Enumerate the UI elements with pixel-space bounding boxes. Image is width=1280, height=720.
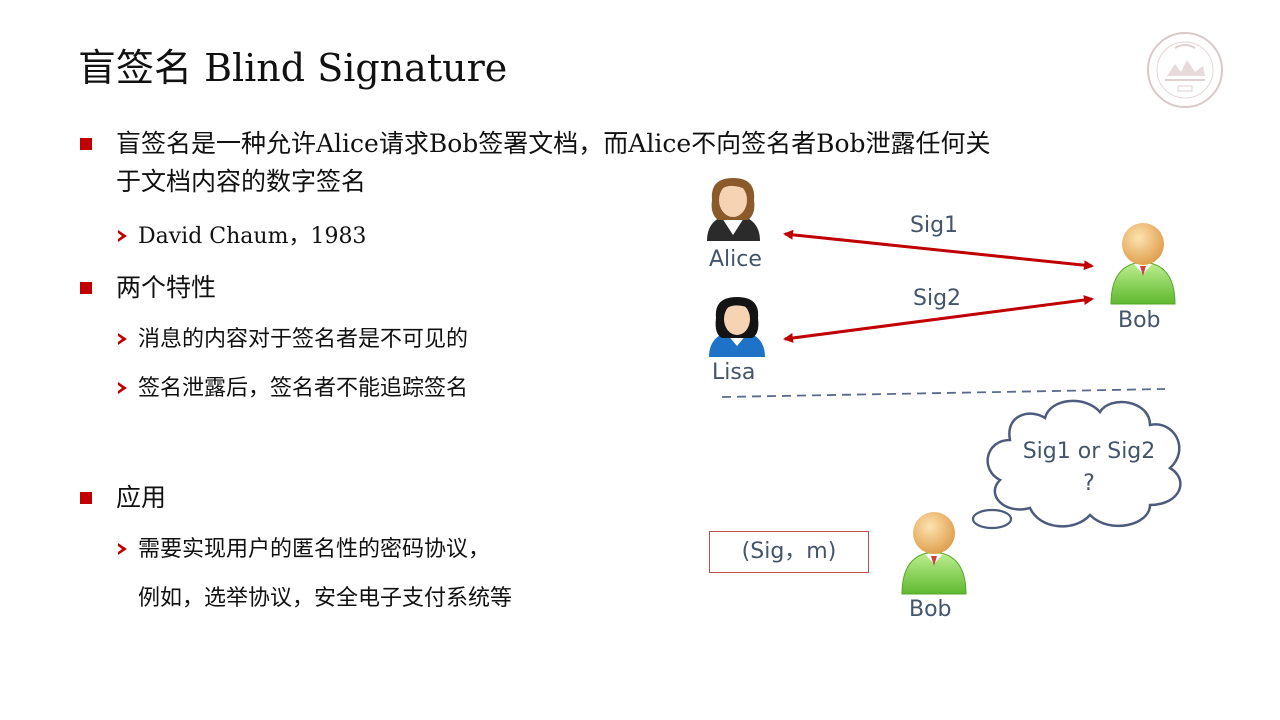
page-title: 盲签名 Blind Signature — [78, 46, 508, 90]
bob-top-male-user-icon — [1110, 223, 1176, 305]
bullet-arrow-icon — [118, 543, 127, 555]
thought-cloud-text: Sig1 or Sig2 ? — [1000, 436, 1178, 500]
bob-top-label: Bob — [1118, 308, 1161, 333]
bullet-arrow-icon — [118, 333, 127, 345]
sig-m-box: (Sig，m) — [709, 531, 869, 573]
sig1-label: Sig1 — [910, 213, 959, 238]
bullet-definition-line2: 于文档内容的数字签名 — [116, 167, 367, 196]
bullet-definition-line1: 盲签名是一种允许Alice请求Bob签署文档，而Alice不向签名者Bob泄露任… — [116, 129, 991, 158]
thought-line-1: Sig1 or Sig2 — [1022, 439, 1156, 464]
sig1-arrow — [783, 229, 1094, 271]
bullet-square-icon — [80, 492, 92, 504]
bob-bottom-label: Bob — [909, 597, 952, 622]
dashed-separator — [721, 388, 1166, 398]
bullet-arrow-icon — [118, 230, 127, 242]
bullet-arrow-icon — [118, 382, 127, 394]
bob-bottom-male-user-icon — [901, 512, 967, 595]
sub-bullet-application-continuation: 例如，选举协议，安全电子支付系统等 — [138, 586, 513, 611]
sig2-label: Sig2 — [913, 286, 962, 311]
bullet-square-icon — [80, 282, 92, 294]
thought-line-2: ? — [1083, 471, 1095, 496]
bullet-square-icon — [80, 138, 92, 150]
alice-label: Alice — [709, 247, 762, 272]
university-seal-logo-icon — [1147, 32, 1223, 108]
lisa-female-user-icon — [709, 297, 765, 357]
bullet-definition: 盲签名是一种允许Alice请求Bob签署文档，而Alice不向签名者Bob泄露任… — [80, 126, 1230, 198]
lisa-label: Lisa — [712, 360, 756, 385]
